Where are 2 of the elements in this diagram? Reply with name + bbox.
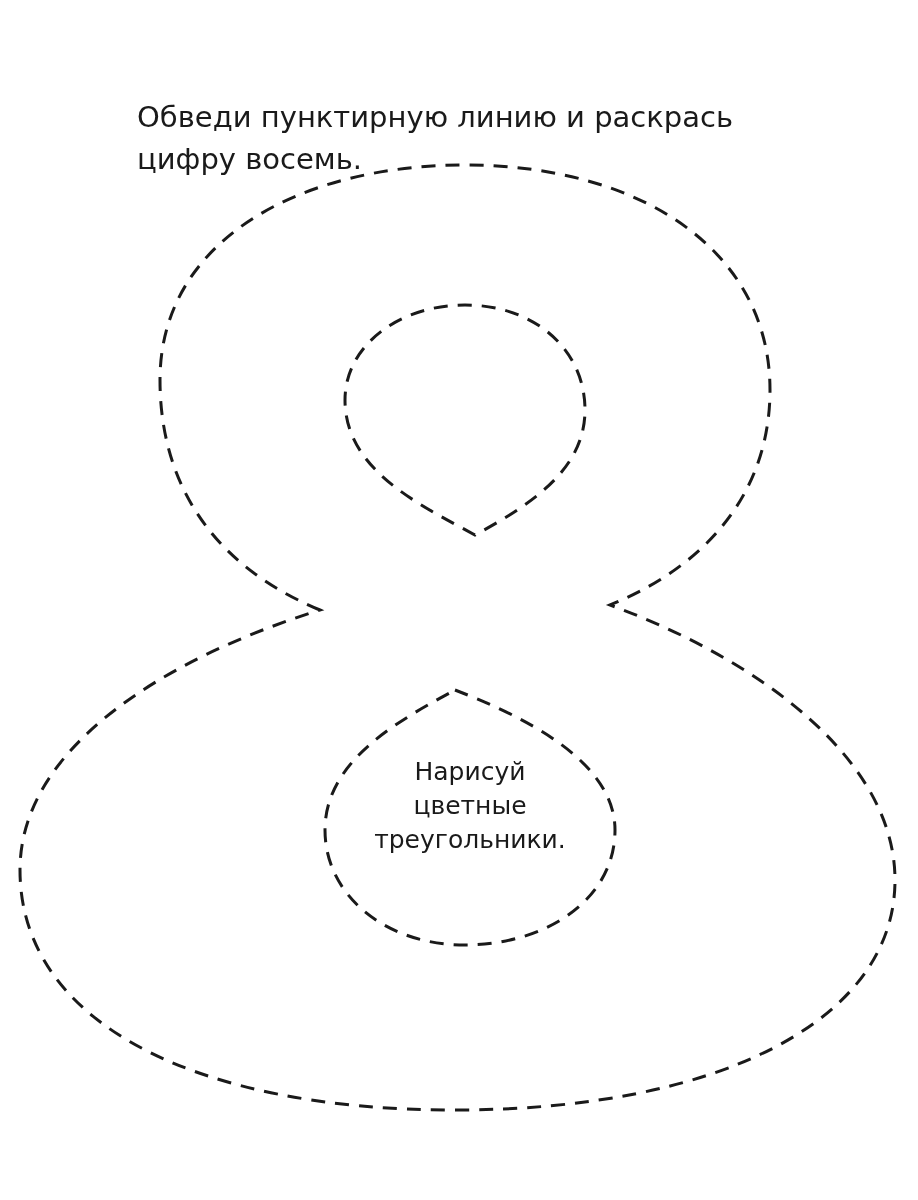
task-text: Нарисуй цветные треугольники.	[373, 756, 567, 856]
instruction-text: Обведи пунктирную линию и раскрась цифру восемь.	[137, 99, 734, 178]
